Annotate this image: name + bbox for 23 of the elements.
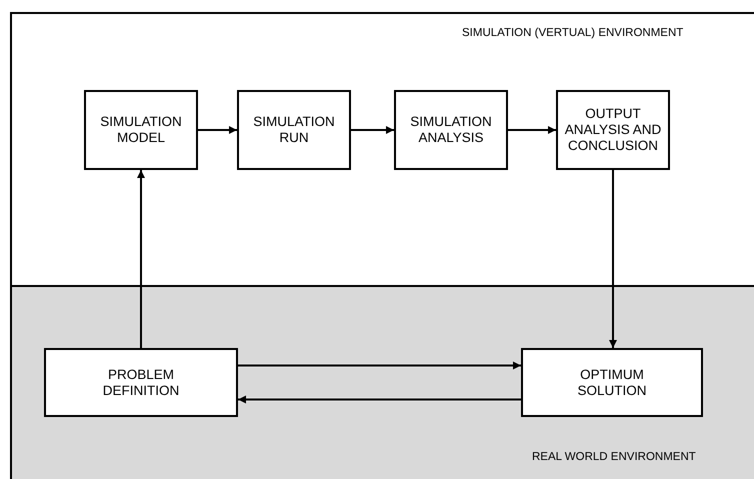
arrow [508,126,556,134]
box-label: PROBLEM DEFINITION [102,366,180,398]
environment-region [10,12,754,287]
arrow [137,170,145,348]
environment-region [10,285,754,479]
arrow [351,126,394,134]
region-label: REAL WORLD ENVIRONMENT [532,451,696,463]
arrow [609,170,617,348]
box-label: SIMULATION ANALYSIS [409,114,493,146]
region-label: SIMULATION (VERTUAL) ENVIRONMENT [462,27,684,39]
process-box [394,90,508,170]
box-label: SIMULATION RUN [252,114,336,146]
box-label: OUTPUT ANALYSIS AND CONCLUSION [564,106,662,154]
process-box [237,90,351,170]
arrow [238,396,521,404]
arrow [238,362,521,370]
arrow [198,126,237,134]
process-box [556,90,670,170]
box-label: OPTIMUM SOLUTION [576,366,648,398]
box-label: SIMULATION MODEL [99,114,183,146]
process-box [44,348,238,417]
process-box [84,90,198,170]
process-box [521,348,703,417]
